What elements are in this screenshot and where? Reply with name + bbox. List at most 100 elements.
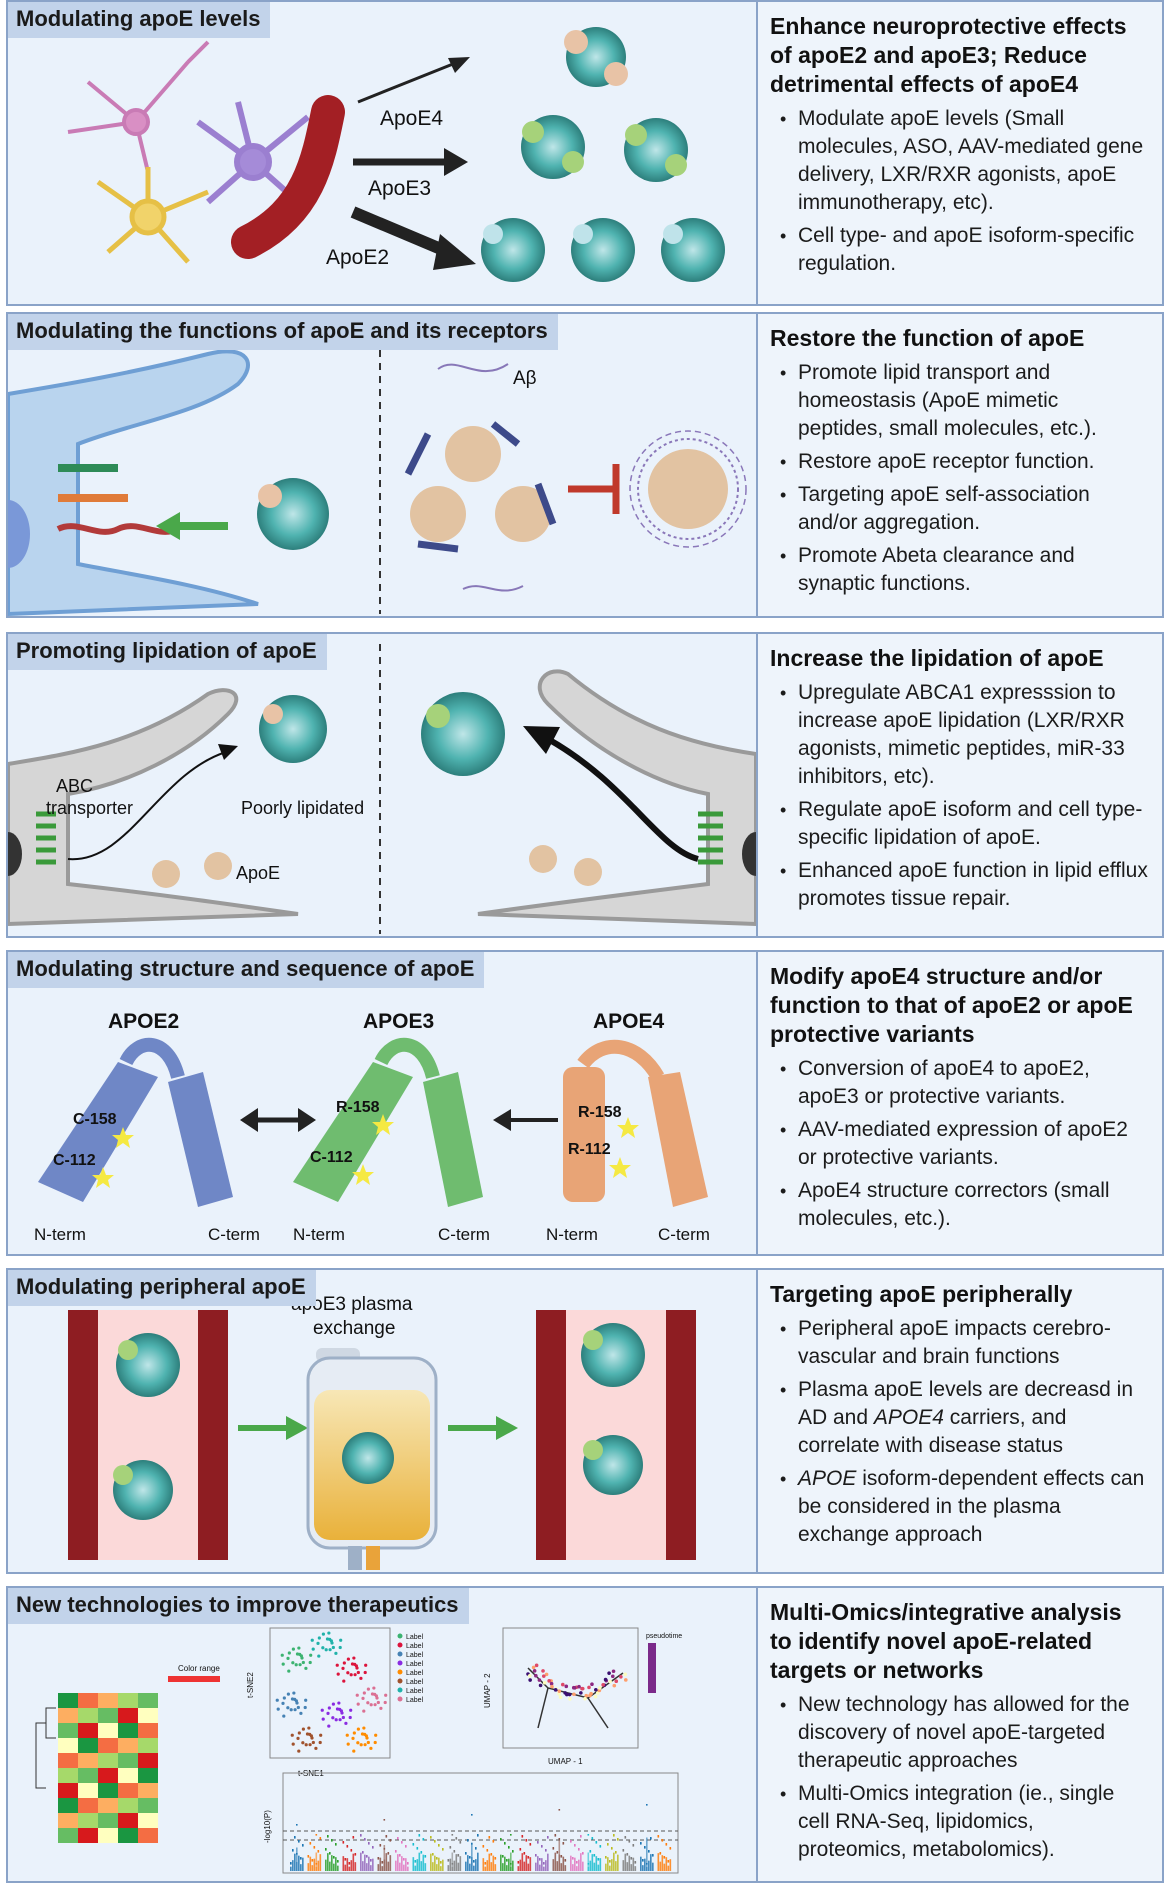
manhattan-point — [669, 1848, 672, 1850]
manhattan-bar — [294, 1853, 296, 1871]
manhattan-bar — [420, 1861, 423, 1871]
manhattan-point — [449, 1846, 452, 1848]
tsne-point — [304, 1666, 308, 1670]
manhattan-bar — [648, 1860, 650, 1871]
legend-label: Label — [406, 1643, 424, 1650]
bullet-item: New technology has allowed for the disco… — [780, 1691, 1148, 1775]
manhattan-bar — [657, 1853, 660, 1871]
manhattan-bar — [508, 1858, 510, 1871]
legend-label: Label — [406, 1688, 424, 1695]
manhattan-point — [418, 1835, 421, 1837]
tsne-point — [379, 1706, 383, 1710]
heatmap-cell — [98, 1693, 118, 1708]
manhattan-point — [537, 1841, 539, 1843]
manhattan-point — [626, 1853, 629, 1855]
panel-structure: APOE2 APOE3 APOE4 C-158 C-112 R- — [6, 950, 1164, 1256]
label-r158: R-158 — [336, 1099, 380, 1116]
tsne-point — [359, 1743, 363, 1747]
tsne-point — [282, 1714, 286, 1718]
arrow-efflux-icon — [67, 751, 227, 861]
bullet-list: New technology has allowed for the disco… — [770, 1691, 1148, 1864]
panel-technologies-text: Multi-Omics/integrative analysis to iden… — [756, 1588, 1162, 1881]
umap-point — [595, 1691, 600, 1695]
tsne-point — [362, 1709, 366, 1713]
star-icon — [352, 1164, 374, 1185]
manhattan-point — [405, 1845, 407, 1847]
legend-label: Label — [406, 1634, 424, 1641]
heatmap-cell — [118, 1708, 138, 1723]
panel-title: Modulating peripheral apoE — [8, 1270, 316, 1306]
manhattan-point — [609, 1860, 611, 1862]
apoe-protein-icon — [529, 845, 602, 886]
tsne-point — [356, 1741, 360, 1745]
panel-apoe-levels-illustration: ApoE4 ApoE3 ApoE2 Modulating apoE levels — [8, 2, 756, 304]
manhattan-bar — [488, 1853, 491, 1871]
manhattan-bar — [418, 1852, 421, 1871]
manhattan-bar — [364, 1854, 366, 1871]
manhattan-point — [399, 1855, 401, 1857]
manhattan-bar — [333, 1863, 335, 1871]
tsne-point — [299, 1711, 303, 1715]
legend-swatch — [397, 1696, 403, 1702]
bullet-item: Plasma apoE levels are decreasd in AD an… — [780, 1376, 1148, 1460]
panel-peripheral: apoE3 plasma exchange Modulating periphe… — [6, 1268, 1164, 1574]
manhattan-point — [440, 1862, 442, 1864]
umap-point — [623, 1672, 628, 1677]
manhattan-bar — [395, 1860, 397, 1871]
manhattan-point — [535, 1854, 537, 1856]
tsne-point — [339, 1638, 343, 1642]
label-plasma: apoE3 plasma — [291, 1294, 413, 1315]
manhattan-bar — [342, 1856, 345, 1871]
manhattan-point — [412, 1844, 415, 1846]
bullet-list: Modulate apoE levels (Small molecules, A… — [770, 105, 1148, 278]
heatmap-cell — [138, 1798, 158, 1813]
manhattan-bar — [543, 1866, 545, 1871]
manhattan-bar — [547, 1853, 549, 1871]
manhattan-point — [578, 1848, 580, 1850]
manhattan-bar — [535, 1862, 537, 1871]
manhattan-bar — [403, 1864, 405, 1871]
manhattan-point — [381, 1862, 384, 1864]
heatmap-cell — [78, 1753, 98, 1768]
manhattan-bar — [331, 1855, 333, 1871]
label-exchange: exchange — [313, 1318, 395, 1339]
abeta-fibril-icon — [462, 585, 524, 592]
manhattan-bar — [560, 1863, 563, 1871]
neuron-membrane-icon — [8, 349, 259, 616]
label-apoe2: ApoE2 — [326, 246, 389, 269]
umap-point — [553, 1688, 558, 1692]
abeta-fibril-icon — [437, 363, 509, 373]
manhattan-point — [632, 1844, 635, 1846]
manhattan-bar — [580, 1853, 582, 1871]
heatmap-cell — [58, 1783, 78, 1798]
label-pseudotime: pseudotime — [646, 1633, 682, 1640]
manhattan-bar — [663, 1863, 666, 1871]
tsne-point — [360, 1732, 365, 1736]
umap-point — [623, 1678, 628, 1682]
manhattan-bar — [399, 1862, 401, 1871]
manhattan-bar — [438, 1857, 440, 1871]
manhattan-point — [290, 1863, 292, 1865]
manhattan-point — [459, 1841, 462, 1843]
manhattan-point — [527, 1857, 530, 1859]
heatmap-cell — [118, 1738, 138, 1753]
tsne-point — [334, 1651, 338, 1655]
manhattan-point — [337, 1860, 339, 1862]
tsne-point — [346, 1657, 350, 1661]
manhattan-bar — [613, 1852, 615, 1871]
bullet-item: Multi-Omics integration (ie., single cel… — [780, 1780, 1148, 1864]
manhattan-bar — [605, 1863, 607, 1871]
manhattan-point — [329, 1852, 331, 1854]
manhattan-point — [502, 1855, 504, 1857]
manhattan-point — [519, 1848, 522, 1850]
tsne-point — [320, 1708, 324, 1712]
manhattan-point — [401, 1842, 403, 1844]
heatmap-cell — [138, 1813, 158, 1828]
apoe-levels-diagram: ApoE4 ApoE3 ApoE2 — [67, 27, 725, 282]
manhattan-bar — [562, 1856, 565, 1871]
manhattan-point — [335, 1843, 337, 1845]
manhattan-point — [370, 1859, 372, 1861]
umap-point — [547, 1679, 551, 1683]
manhattan-point — [591, 1838, 594, 1840]
manhattan-bar — [344, 1864, 347, 1871]
